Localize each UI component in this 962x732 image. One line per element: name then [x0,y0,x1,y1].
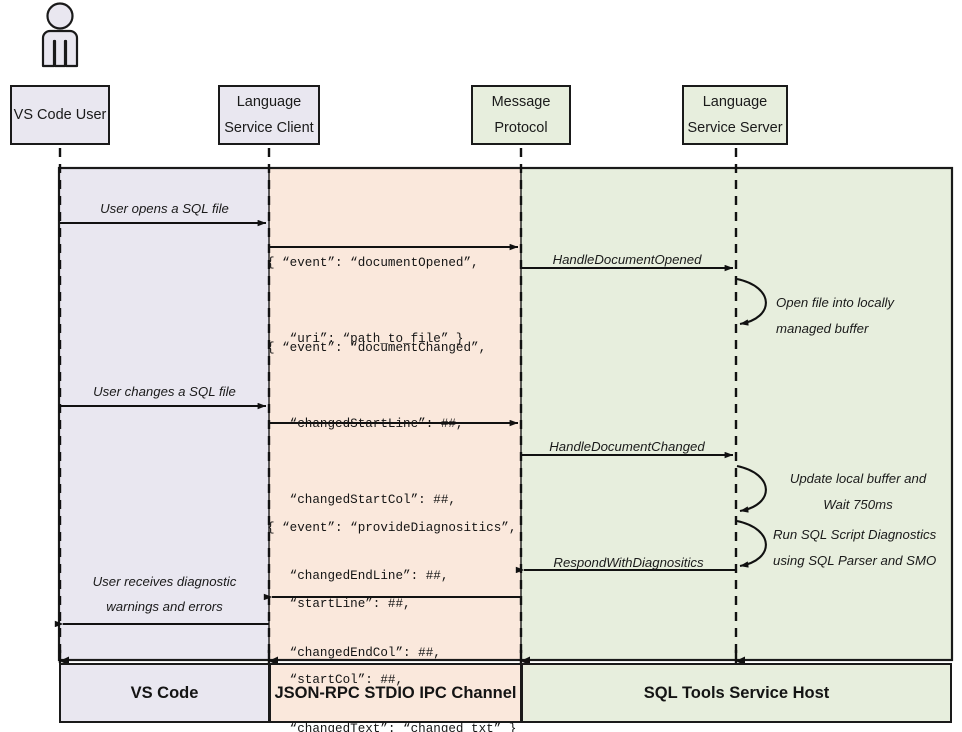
label-handle-document-changed: HandleDocumentChanged [549,439,705,454]
label-user-receives-diagnostics: User receives diagnostic warnings and er… [60,574,269,615]
self-call-loops [736,277,767,568]
note-run-sql-script-diagnostics: Run SQL Script Diagnostics using SQL Par… [773,527,937,569]
actor-label-line1: Language [702,94,768,110]
label-user-receives-line2: warnings and errors [106,599,223,615]
footer-label-host: SQL Tools Service Host [643,683,830,702]
note-line1: Open file into locally [776,295,895,310]
actor-label-line1: Message [491,94,551,110]
payload-line: “changedText”: “changed txt” } [267,721,517,732]
payload-line: { “event”: “documentOpened”, [267,255,479,270]
actor-box-vs-code-user[interactable]: VS Code User [10,85,110,145]
footer-label-vs-code: VS Code [130,683,199,702]
footer-label-ipc: JSON-RPC STDIO IPC Channel [274,683,517,702]
payload-line: { “event”: “documentChanged”, [267,340,487,355]
label-user-changes-a-sql-file: User changes a SQL file [93,384,236,399]
actor-label-line2: Service Client [224,119,314,136]
label-respond-with-diagnostics: RespondWithDiagnositics [553,555,704,570]
label-user-receives-line1: User receives diagnostic [92,574,237,589]
note-line1: Run SQL Script Diagnostics [773,527,937,542]
note-line2: managed buffer [776,321,869,337]
actor-box-message-protocol[interactable]: Message Protocol [471,85,571,145]
actor-label-line1: Language [236,94,302,110]
note-line1: Update local buffer and [789,471,927,486]
label-handle-document-opened: HandleDocumentOpened [552,252,702,267]
label-user-opens-a-sql-file: User opens a SQL file [100,201,229,216]
footer-box-sql-tools-service-host[interactable]: SQL Tools Service Host [521,663,952,723]
self-loop-update-buffer [736,464,767,513]
actor-box-language-service-server[interactable]: Language Service Server [682,85,788,145]
person-icon [41,2,79,68]
note-line2: using SQL Parser and SMO [773,553,937,569]
payload-line: { “event”: “provideDiagnositics”, [267,520,517,535]
actor-label-line1: VS Code User [13,106,107,123]
footer-box-vs-code[interactable]: VS Code [59,663,270,723]
note-open-file-into-buffer: Open file into locally managed buffer [776,295,895,337]
footer-box-json-rpc-ipc-channel[interactable]: JSON-RPC STDIO IPC Channel [269,663,522,723]
payload-line: “startLine”: ##, [267,597,411,612]
self-loop-run-diagnostics [736,519,767,568]
payload-provide-diagnostics: { “event”: “provideDiagnositics”, “start… [267,465,516,732]
actor-label-line2: Protocol [494,119,548,136]
note-line2: Wait 750ms [823,497,893,513]
payload-line: “changedStartLine”: ##, [267,417,464,432]
self-loop-open-file [736,277,767,326]
actor-box-language-service-client[interactable]: Language Service Client [218,85,320,145]
actor-label-line2: Service Server [687,119,783,136]
note-update-buffer-wait: Update local buffer and Wait 750ms [773,471,943,513]
lifeline-band-host [521,168,952,660]
payload-line: “startCol”: ##, [267,673,404,688]
